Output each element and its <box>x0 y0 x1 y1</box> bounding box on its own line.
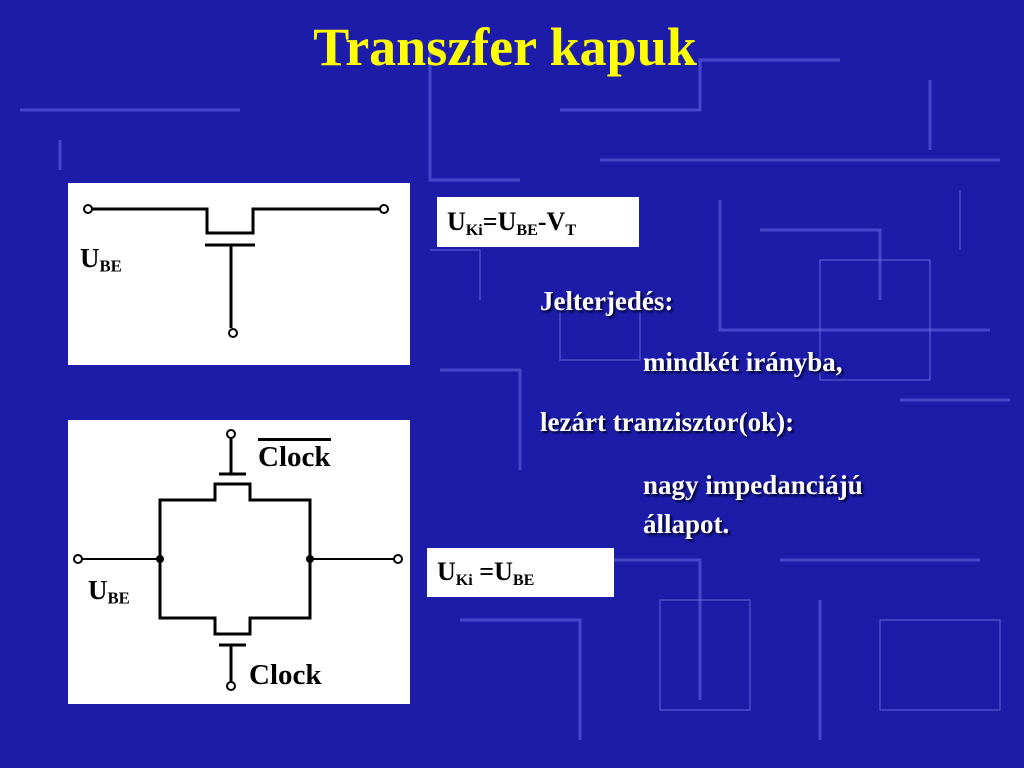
text-both-directions: mindkét irányba, <box>643 347 843 377</box>
output-formula-nmos: UKi=UBE-VT <box>437 197 639 247</box>
transmission-gate-diagram: Clock UBE Clock <box>68 420 410 704</box>
text-high-impedance: nagy impedanciájú <box>643 470 863 500</box>
text-signal-propagation: Jelterjedés: <box>540 286 674 316</box>
slide-title: Transzfer kapuk <box>313 17 697 77</box>
text-off-transistors: lezárt tranzisztor(ok): <box>540 407 795 437</box>
pass-transistor-schematic <box>83 204 389 338</box>
clock-bar-label: Clock <box>258 438 331 472</box>
text-state: állapot. <box>643 509 730 539</box>
input-label-ube: UBE <box>80 243 122 276</box>
output-formula-transmission-gate: UKi =UBE <box>427 548 614 597</box>
transmission-gate-schematic <box>73 429 403 691</box>
input-label-ube: UBE <box>88 575 130 608</box>
clock-label: Clock <box>249 659 322 691</box>
pass-transistor-diagram: UBE <box>68 183 410 365</box>
